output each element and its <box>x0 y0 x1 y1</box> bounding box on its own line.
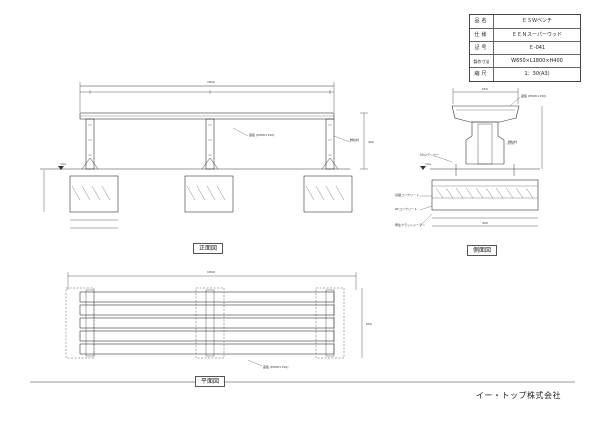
note-foundation-2: RCコンクリート <box>395 206 417 211</box>
note-foundation-1: 基礎コンクリート <box>395 192 419 197</box>
plan-board-3 <box>79 317 335 329</box>
front-total-dim: 1800 <box>207 80 215 84</box>
note-plan-seat: 座板 (EWW×150) <box>263 364 288 369</box>
title-key: 記号 <box>470 42 494 55</box>
side-width-dim: 650 <box>482 87 488 91</box>
title-row-scale: 縮尺 1：30(A3) <box>470 67 580 81</box>
title-key: 品名 <box>470 15 494 28</box>
title-value: 1：30(A3) <box>524 71 550 77</box>
front-foundations <box>69 175 353 213</box>
gl-marker-front: ▽GL <box>60 162 67 166</box>
title-row-size: 製作寸法 W650×L1800×H400 <box>470 54 580 68</box>
title-value: ＥＳＷベンチ <box>521 18 552 24</box>
front-height-dim: 400 <box>368 140 374 144</box>
title-value: Ｅ-041 <box>528 45 546 51</box>
side-view <box>419 88 543 227</box>
note-foundation-3: 再生クラッシャーラン <box>395 222 425 227</box>
title-value: ＥＥＮスーパーウッド <box>512 32 562 38</box>
note-anchor: Ｍ12アンカー <box>420 152 439 157</box>
company-name: イー・トップ株式会社 <box>476 391 561 400</box>
plan-board-1 <box>79 291 335 303</box>
title-value: W650×L1800×H400 <box>511 58 563 64</box>
plan-total-dim: 1800 <box>207 270 215 274</box>
front-view <box>40 82 368 229</box>
title-row-code: 記号 Ｅ-041 <box>470 41 580 55</box>
plan-width-dim: 650 <box>366 322 372 326</box>
plan-view <box>65 272 363 367</box>
title-key: 製作寸法 <box>470 55 494 68</box>
gl-marker-side: ▽GL <box>425 162 432 166</box>
side-view-label: 側面図 <box>467 245 498 256</box>
side-foundation <box>431 179 539 211</box>
note-seat-front: 座板 (EWW×150) <box>249 132 274 137</box>
title-key: 縮尺 <box>470 68 494 81</box>
side-seat <box>451 105 520 123</box>
note-leg-front: 脚柱材 <box>350 137 359 142</box>
note-seat-side: 座板 (EWW×150) <box>521 93 546 98</box>
side-base-dim: 450 <box>482 221 488 225</box>
side-support <box>465 121 505 165</box>
plan-board-5 <box>79 343 335 355</box>
title-key: 仕様 <box>470 29 494 42</box>
title-row-spec: 仕様 ＥＥＮスーパーウッド <box>470 28 580 42</box>
plan-board-4 <box>79 330 335 342</box>
plan-view-label: 平面図 <box>195 376 226 387</box>
note-leg-side: 脚柱材 <box>508 139 517 144</box>
plan-board-2 <box>79 304 335 316</box>
front-view-label: 正面図 <box>193 243 224 254</box>
title-row-name: 品名 ＥＳＷベンチ <box>470 15 580 28</box>
title-block: 品名 ＥＳＷベンチ 仕様 ＥＥＮスーパーウッド 記号 Ｅ-041 製作寸法 W6… <box>469 14 581 82</box>
